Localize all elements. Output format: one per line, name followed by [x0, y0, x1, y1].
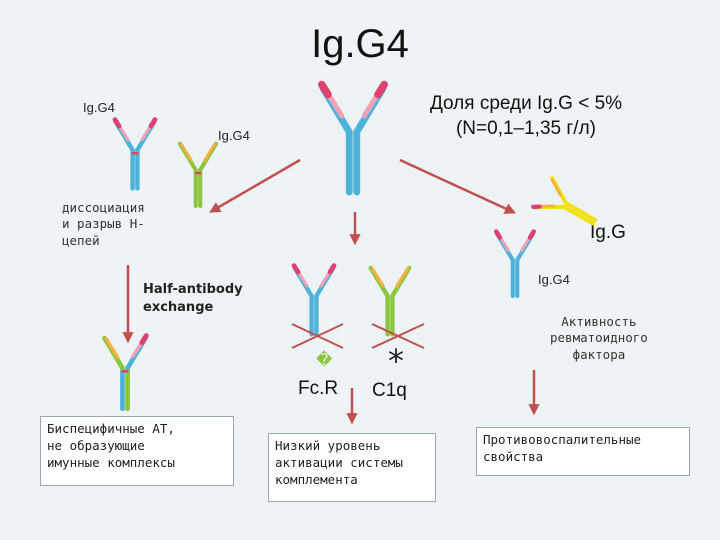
cross-fcr: [291, 323, 344, 349]
antibody-center-blue: [291, 263, 337, 335]
fcr-symbol-icon: �: [316, 350, 333, 369]
arrow-to-igg-complex: [399, 158, 517, 214]
label-dissociation: диссоциация и разрыв H- цепей: [62, 200, 145, 248]
antibody-igg4-left: [112, 117, 158, 189]
antibody-center-green: [371, 268, 409, 334]
cross-c1q: [371, 323, 425, 349]
page-title: Ig.G4: [311, 22, 409, 66]
antibody-igg4-right: [494, 229, 536, 297]
label-igg4-left: Ig.G4: [83, 100, 115, 115]
label-half-antibody-exchange: Half-antibody exchange: [143, 282, 243, 315]
arrow-to-dissociation: [209, 158, 301, 213]
antibody-bispecific: [102, 333, 149, 412]
box-bispecific-antibodies: Биспецифичные АТ, не образующие имунные …: [40, 416, 234, 486]
label-igg4-right: Ig.G4: [538, 272, 570, 287]
box-complement-activation: Низкий уровень активации системы комплем…: [268, 433, 436, 502]
antibody-igg4-green: [180, 144, 216, 206]
label-igg4-left-mid: Ig.G4: [218, 128, 250, 143]
label-c1q: C1q: [372, 380, 407, 401]
label-fcr: Fc.R: [298, 378, 339, 399]
igg4-share-note: Доля среди Ig.G < 5% (N=0,1–1,35 г/л): [429, 93, 623, 139]
label-igg-right: Ig.G: [590, 222, 626, 243]
box-anti-inflammatory: Противовоспалительные свойства: [476, 427, 690, 476]
c1q-symbol-icon: *: [388, 342, 404, 380]
antibody-igg-yellow: [531, 176, 605, 239]
antibody-igg4-top: [318, 80, 388, 193]
label-rheumatoid-factor: Активность ревматоидного фактора: [550, 314, 648, 362]
